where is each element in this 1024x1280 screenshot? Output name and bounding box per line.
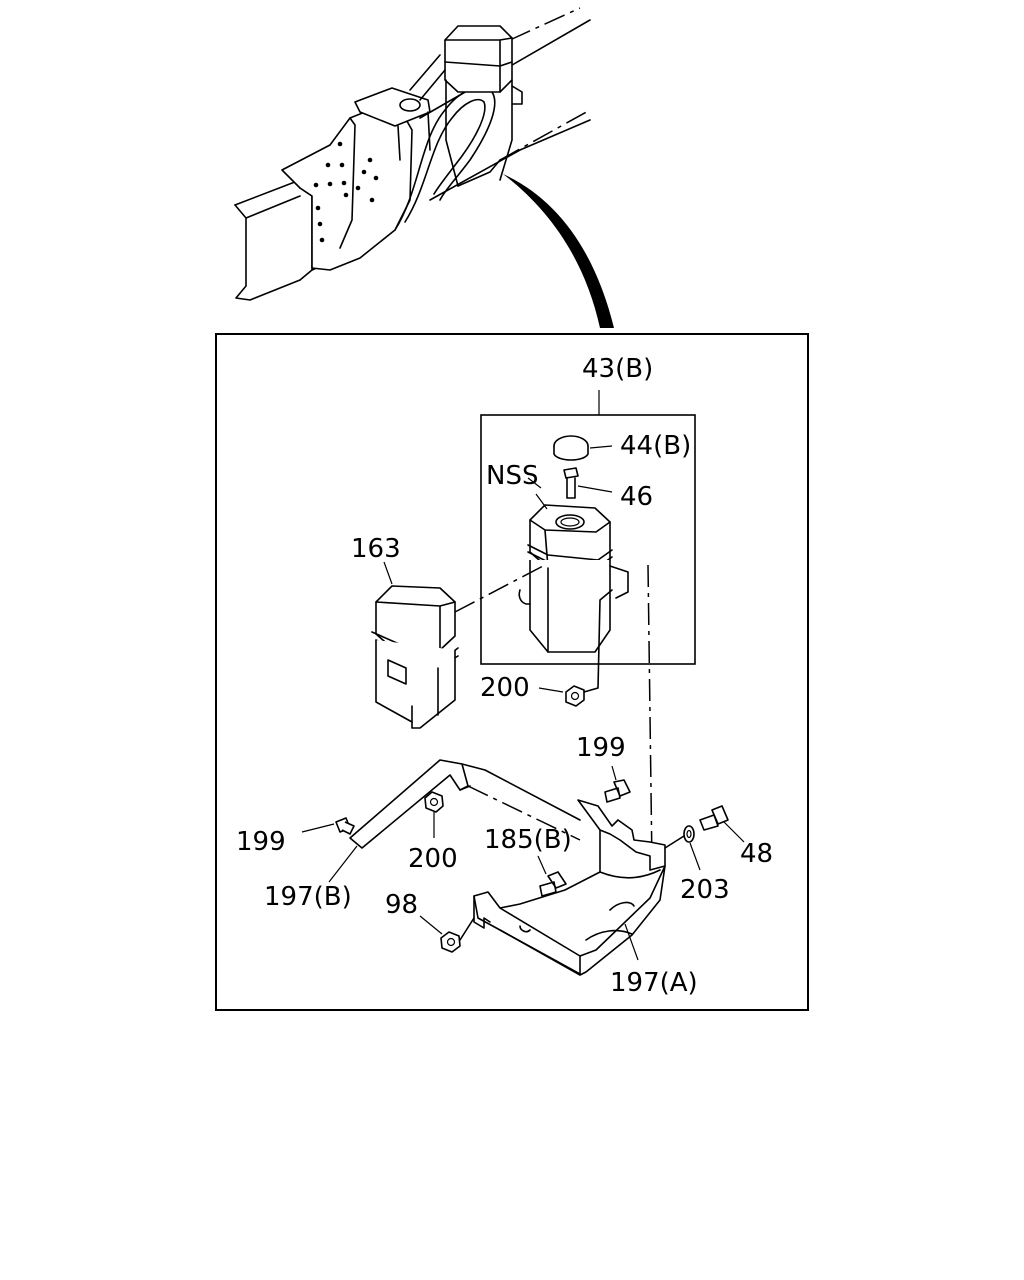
bolt-46 (563, 467, 613, 499)
label-185b: 185(B) (484, 825, 572, 855)
tank-nss (518, 477, 629, 653)
label-48: 48 (740, 839, 773, 869)
bracket-197b (328, 759, 581, 883)
label-98: 98 (385, 890, 418, 920)
bracket-holes (313, 141, 379, 243)
label-44b: 44(B) (620, 431, 691, 461)
part-labels: 43(B) 44(B) NSS 46 163 200 199 199 200 1… (236, 354, 773, 998)
label-199-left: 199 (236, 827, 286, 857)
nut-98 (419, 915, 475, 953)
washer-203 (664, 825, 701, 871)
label-200-upper: 200 (480, 673, 530, 703)
label-163: 163 (351, 534, 401, 564)
cap-44b (553, 435, 613, 461)
label-43b: 43(B) (582, 354, 653, 384)
bolt-199-left (301, 817, 355, 835)
nut-200-lower (424, 791, 444, 838)
callout-arrow (503, 174, 614, 328)
bolt-185b (537, 855, 567, 897)
label-nss: NSS (486, 461, 538, 491)
label-46: 46 (620, 482, 653, 512)
frame-overview (234, 7, 591, 301)
bolt-199-upper (604, 765, 631, 803)
nut-200-upper (538, 589, 613, 707)
bracket-197a (473, 799, 666, 976)
label-199-upper: 199 (576, 733, 626, 763)
label-197a: 197(A) (610, 968, 698, 998)
cover-163 (371, 561, 459, 729)
label-197b: 197(B) (264, 882, 352, 912)
assembly-box-43b (480, 414, 696, 665)
detail-frame (215, 333, 809, 1011)
label-203: 203 (680, 875, 730, 905)
bolt-48 (699, 805, 745, 843)
label-200-lower: 200 (408, 844, 458, 874)
